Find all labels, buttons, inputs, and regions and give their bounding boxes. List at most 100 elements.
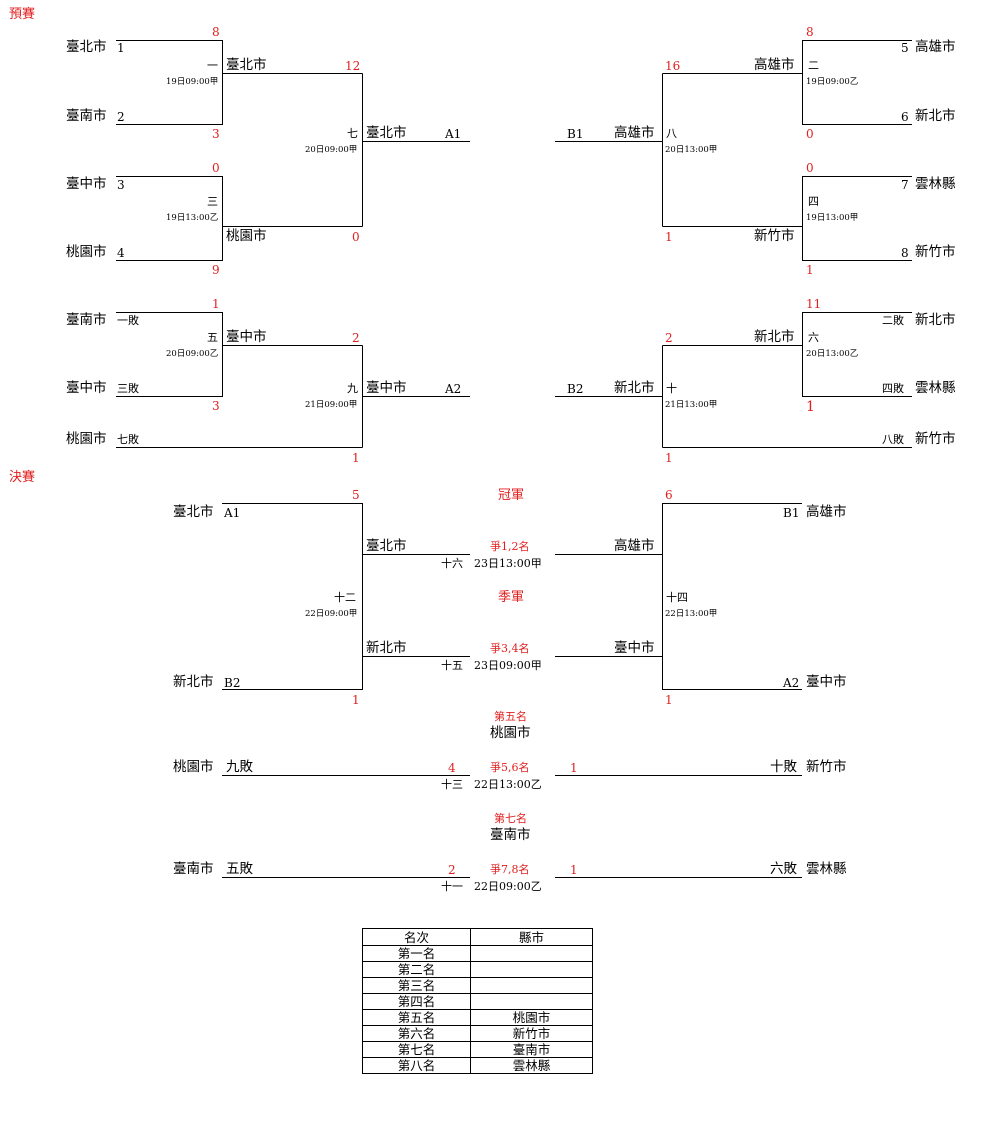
table-row: 第五名 桃園市: [362, 1009, 593, 1026]
g3-time: 19日13:00乙: [166, 213, 219, 223]
g13-time: 22日13:00乙: [474, 778, 542, 791]
ranking-table: 名次 縣市 第一名 第二名 第三名 第四名 第五名 桃園市 第六名 新竹市 第七…: [362, 928, 593, 1074]
g7-winner: 臺北市: [366, 125, 407, 141]
g2-time: 19日09:00乙: [806, 77, 859, 87]
g4-time: 19日13:00甲: [806, 213, 859, 223]
g11-code: 十一: [441, 880, 463, 893]
g3-code: 三: [207, 195, 218, 208]
ranking-rank: 第三名: [362, 977, 471, 994]
g16-label: 爭1,2名: [490, 540, 530, 553]
g7-score2: 0: [352, 230, 360, 244]
g1-seed1: 1: [117, 41, 125, 55]
g15-right-team: 臺中市: [614, 640, 655, 656]
g2-score2: 0: [806, 127, 814, 141]
g2-team2: 新北市: [915, 108, 956, 124]
g6-team1: 新北市: [915, 312, 956, 328]
g2-winner: 高雄市: [754, 57, 795, 73]
ranking-header-rank: 名次: [362, 928, 471, 946]
line-g5: [116, 312, 223, 397]
g4-seed2: 8: [901, 246, 909, 260]
g10-time: 21日13:00甲: [665, 400, 718, 410]
final-right-bottom-score: 1: [665, 693, 673, 707]
g14-code: 十四: [666, 591, 688, 604]
line-g12: [222, 503, 363, 690]
g3-score1: 0: [212, 161, 220, 175]
final-right-top-score: 6: [665, 488, 673, 502]
seventh-winner: 臺南市: [490, 827, 531, 843]
g12-time: 22日09:00甲: [305, 609, 358, 619]
g2-seed2: 6: [901, 110, 909, 124]
g4-score1: 0: [806, 161, 814, 175]
prelim-heading: 預賽: [9, 7, 36, 22]
g6-score2: 1: [806, 399, 815, 415]
ranking-rank: 第七名: [362, 1041, 471, 1058]
g1-code: 一: [207, 59, 218, 72]
final-right-bottom-team: 臺中市: [806, 674, 847, 690]
fifth-left-team: 桃園市: [173, 759, 214, 775]
g7-slot: A1: [445, 127, 462, 141]
seventh-label: 爭7,8名: [490, 863, 530, 876]
seventh-left-score: 2: [448, 863, 456, 877]
ranking-rank: 第二名: [362, 961, 471, 978]
final-right-top-slot: B1: [783, 506, 800, 520]
g7-score1: 12: [345, 59, 361, 73]
g9-team3: 桃園市: [66, 431, 107, 447]
g2-team1: 高雄市: [915, 39, 956, 55]
g7-time: 20日09:00甲: [305, 145, 358, 155]
g5-src1: 一敗: [117, 314, 139, 327]
fifth-left-src: 九敗: [226, 759, 253, 775]
g5-score2: 3: [212, 399, 220, 413]
g10-score1: 2: [665, 331, 673, 345]
ranking-team: [470, 977, 593, 994]
g5-winner: 臺中市: [226, 329, 267, 345]
ranking-team: 雲林縣: [470, 1057, 593, 1074]
fifth-right-score: 1: [570, 761, 578, 775]
final-left-bottom-slot: B2: [224, 676, 241, 690]
table-row: 第四名: [362, 993, 593, 1010]
g3-team2: 桃園市: [66, 244, 107, 260]
fifth-right-src: 十敗: [770, 759, 797, 775]
table-row: 第七名 臺南市: [362, 1041, 593, 1058]
g8-score2: 1: [665, 230, 673, 244]
ranking-header-team: 縣市: [470, 928, 593, 946]
line-g2: [802, 40, 912, 125]
ranking-rank: 第六名: [362, 1025, 471, 1042]
ranking-team: [470, 945, 593, 962]
third-label: 季軍: [498, 590, 525, 605]
final-heading: 決賽: [9, 470, 36, 485]
fifth-label: 爭5,6名: [490, 761, 530, 774]
g1-winner: 臺北市: [226, 57, 267, 73]
line-g6: [802, 312, 912, 397]
line-g1: [116, 40, 223, 125]
g8-score1: 16: [665, 59, 681, 73]
ranking-header-row: 名次 縣市: [362, 928, 593, 946]
line-g3: [116, 176, 223, 261]
ranking-rank: 第八名: [362, 1057, 471, 1074]
ranking-team: 桃園市: [470, 1009, 593, 1026]
g10-slot: B2: [567, 382, 584, 396]
line-g4: [802, 176, 912, 261]
g4-team1: 雲林縣: [915, 176, 956, 192]
table-row: 第八名 雲林縣: [362, 1057, 593, 1074]
g6-src1: 二敗: [882, 314, 904, 327]
g1-score1: 8: [212, 25, 220, 39]
ranking-team: 新竹市: [470, 1025, 593, 1042]
g12-code: 十二: [334, 591, 356, 604]
final-left-bottom-score: 1: [352, 693, 360, 707]
g2-score1: 8: [806, 25, 814, 39]
g8-slot: B1: [567, 127, 584, 141]
final-left-top-team: 臺北市: [173, 504, 214, 520]
g10-winner: 新北市: [614, 380, 655, 396]
g9-winner: 臺中市: [366, 380, 407, 396]
final-left-top-score: 5: [352, 488, 360, 502]
g1-seed2: 2: [117, 110, 125, 124]
g6-time: 20日13:00乙: [806, 349, 859, 359]
champion-label: 冠軍: [498, 488, 525, 503]
g8-code: 八: [666, 127, 677, 140]
g10-code: 十: [666, 382, 677, 395]
ranking-rank: 第四名: [362, 993, 471, 1010]
g8-time: 20日13:00甲: [665, 145, 718, 155]
g9-time: 21日09:00甲: [305, 400, 358, 410]
